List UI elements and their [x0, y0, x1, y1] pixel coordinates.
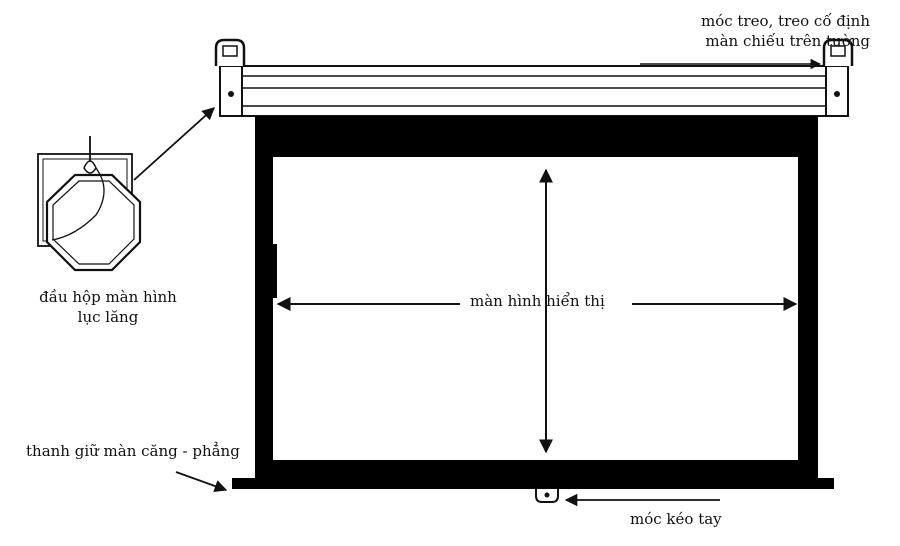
hook-label-line2: màn chiếu trên tường	[705, 31, 870, 50]
box-end-label: đầu hộp màn hình lục lăng	[18, 288, 198, 327]
bottom-bar-pointer-arrow	[175, 471, 228, 493]
screen-frame	[255, 116, 818, 478]
box-end-pointer-arrow	[133, 107, 215, 181]
display-area-label: màn hình hiển thị	[470, 292, 605, 310]
hook-right-icon	[822, 38, 854, 66]
box-end-label-line1: đầu hộp màn hình	[39, 288, 177, 306]
octagon-end-cap-icon	[37, 136, 142, 272]
hook-label: móc treo, treo cố định màn chiếu trên tư…	[701, 12, 870, 51]
bottom-tension-bar	[232, 478, 834, 503]
screen-housing	[219, 65, 849, 117]
hook-label-line1: móc treo, treo cố định	[700, 12, 870, 30]
hook-left-icon	[214, 38, 246, 66]
pull-hook-label: móc kéo tay	[630, 510, 722, 528]
box-end-label-line2: lục lăng	[77, 307, 139, 326]
bottom-bar-label: thanh giữ màn căng - phẳng	[26, 442, 240, 460]
